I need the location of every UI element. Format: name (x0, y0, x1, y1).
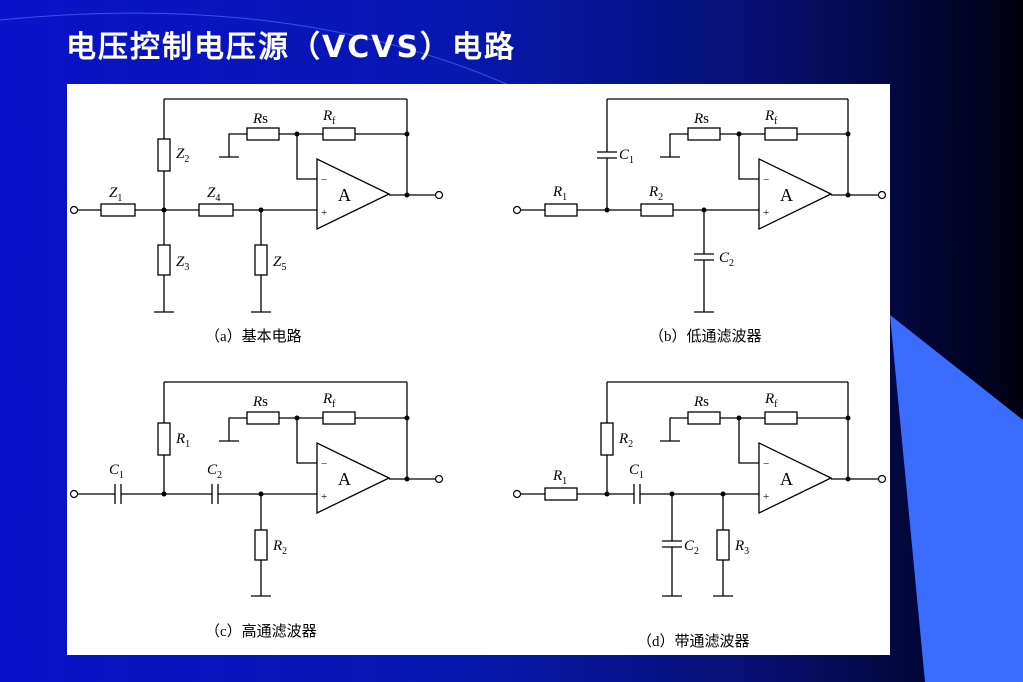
inverting-input-sign: − (321, 458, 327, 470)
resistor-rf (322, 411, 356, 425)
op-amp (758, 441, 833, 515)
resistor-z2 (157, 138, 171, 172)
caption-d: （d）带通滤波器 (637, 633, 750, 650)
resistor-rs (246, 127, 280, 141)
op-amp-label: A (780, 469, 793, 489)
label-rf: Rf (322, 391, 336, 410)
op-amp-label: A (338, 469, 351, 489)
resistor-z3 (157, 244, 171, 276)
label-c1: C1 (109, 462, 124, 481)
resistor-r1 (157, 422, 171, 456)
label-z1: Z1 (109, 185, 122, 204)
caption-c: （c）高通滤波器 (205, 623, 317, 640)
label-r2: R2 (618, 431, 633, 450)
label-c2: C2 (207, 462, 222, 481)
label-z5: Z5 (273, 254, 286, 273)
op-amp (316, 157, 391, 231)
output-terminal (877, 190, 887, 200)
label-rs: Rs (252, 394, 268, 410)
resistor-rf (764, 127, 798, 141)
noninverting-input-sign: + (763, 207, 769, 219)
label-z4: Z4 (207, 185, 220, 204)
label-rf: Rf (764, 391, 778, 410)
label-r2: R2 (648, 184, 663, 203)
label-rs: Rs (693, 111, 709, 127)
label-z2: Z2 (176, 146, 189, 165)
resistor-z4 (198, 203, 234, 217)
slide-title: 电压控制电压源（VCVS）电路 (66, 30, 517, 65)
noninverting-input-sign: + (321, 491, 327, 503)
op-amp-label: A (338, 185, 351, 205)
input-terminal (69, 489, 79, 499)
resistor-r1 (544, 203, 578, 217)
label-r1: R1 (175, 431, 190, 450)
label-rf: Rf (764, 108, 778, 127)
input-terminal (512, 489, 522, 499)
noninverting-input-sign: + (321, 207, 327, 219)
resistor-r2 (600, 422, 614, 456)
label-c1: C1 (619, 147, 634, 166)
label-r3: R3 (734, 538, 749, 557)
resistor-r2 (640, 203, 674, 217)
label-r2: R2 (272, 538, 287, 557)
output-terminal (877, 474, 887, 484)
input-terminal (69, 205, 79, 215)
label-rs: Rs (693, 394, 709, 410)
inverting-input-sign: − (763, 458, 769, 470)
label-c2: C2 (684, 538, 699, 557)
circuit-diagrams: A − + Rs Rf Z1 Z4 Z2 Z3 Z5 （a）基本电路 (69, 98, 887, 650)
input-terminal (512, 205, 522, 215)
resistor-z1 (100, 203, 136, 217)
decor-arc (0, 12, 521, 91)
resistor-rs (687, 411, 721, 425)
caption-a: （a）基本电路 (205, 328, 302, 345)
resistor-r1 (544, 487, 578, 501)
noninverting-input-sign: + (763, 491, 769, 503)
inverting-input-sign: − (321, 174, 327, 186)
resistor-r3 (716, 529, 730, 561)
caption-b: （b）低通滤波器 (649, 328, 762, 345)
resistor-rf (322, 127, 356, 141)
op-amp (316, 441, 391, 515)
accent-shape (890, 315, 1023, 682)
circuit-d: A − + Rs Rf R1 R2 R3 C1 C2 （d）带通滤波器 (512, 381, 887, 650)
op-amp (758, 157, 833, 231)
circuit-c: A − + Rs Rf R1 R2 C1 C2 （c）高通滤波器 (69, 381, 444, 640)
label-r1: R1 (552, 468, 567, 487)
label-rf: Rf (322, 108, 336, 127)
output-terminal (434, 474, 444, 484)
resistor-rs (687, 127, 721, 141)
circuit-a: A − + Rs Rf Z1 Z4 Z2 Z3 Z5 （a）基本电路 (69, 98, 444, 345)
resistor-z5 (254, 244, 268, 276)
resistor-r2 (254, 529, 268, 561)
resistor-rs (246, 411, 280, 425)
label-rs: Rs (252, 111, 268, 127)
diagram-panel: A − + Rs Rf Z1 Z4 Z2 Z3 Z5 （a）基本电路 (67, 84, 890, 655)
circuit-b: A − + Rs Rf R1 R2 C1 C2 （b）低通滤波器 (512, 98, 887, 345)
output-terminal (434, 190, 444, 200)
inverting-input-sign: − (763, 174, 769, 186)
resistor-rf (764, 411, 798, 425)
op-amp-label: A (780, 185, 793, 205)
label-c2: C2 (719, 250, 734, 269)
label-r1: R1 (552, 184, 567, 203)
label-z3: Z3 (176, 254, 189, 273)
label-c1: C1 (629, 462, 644, 481)
